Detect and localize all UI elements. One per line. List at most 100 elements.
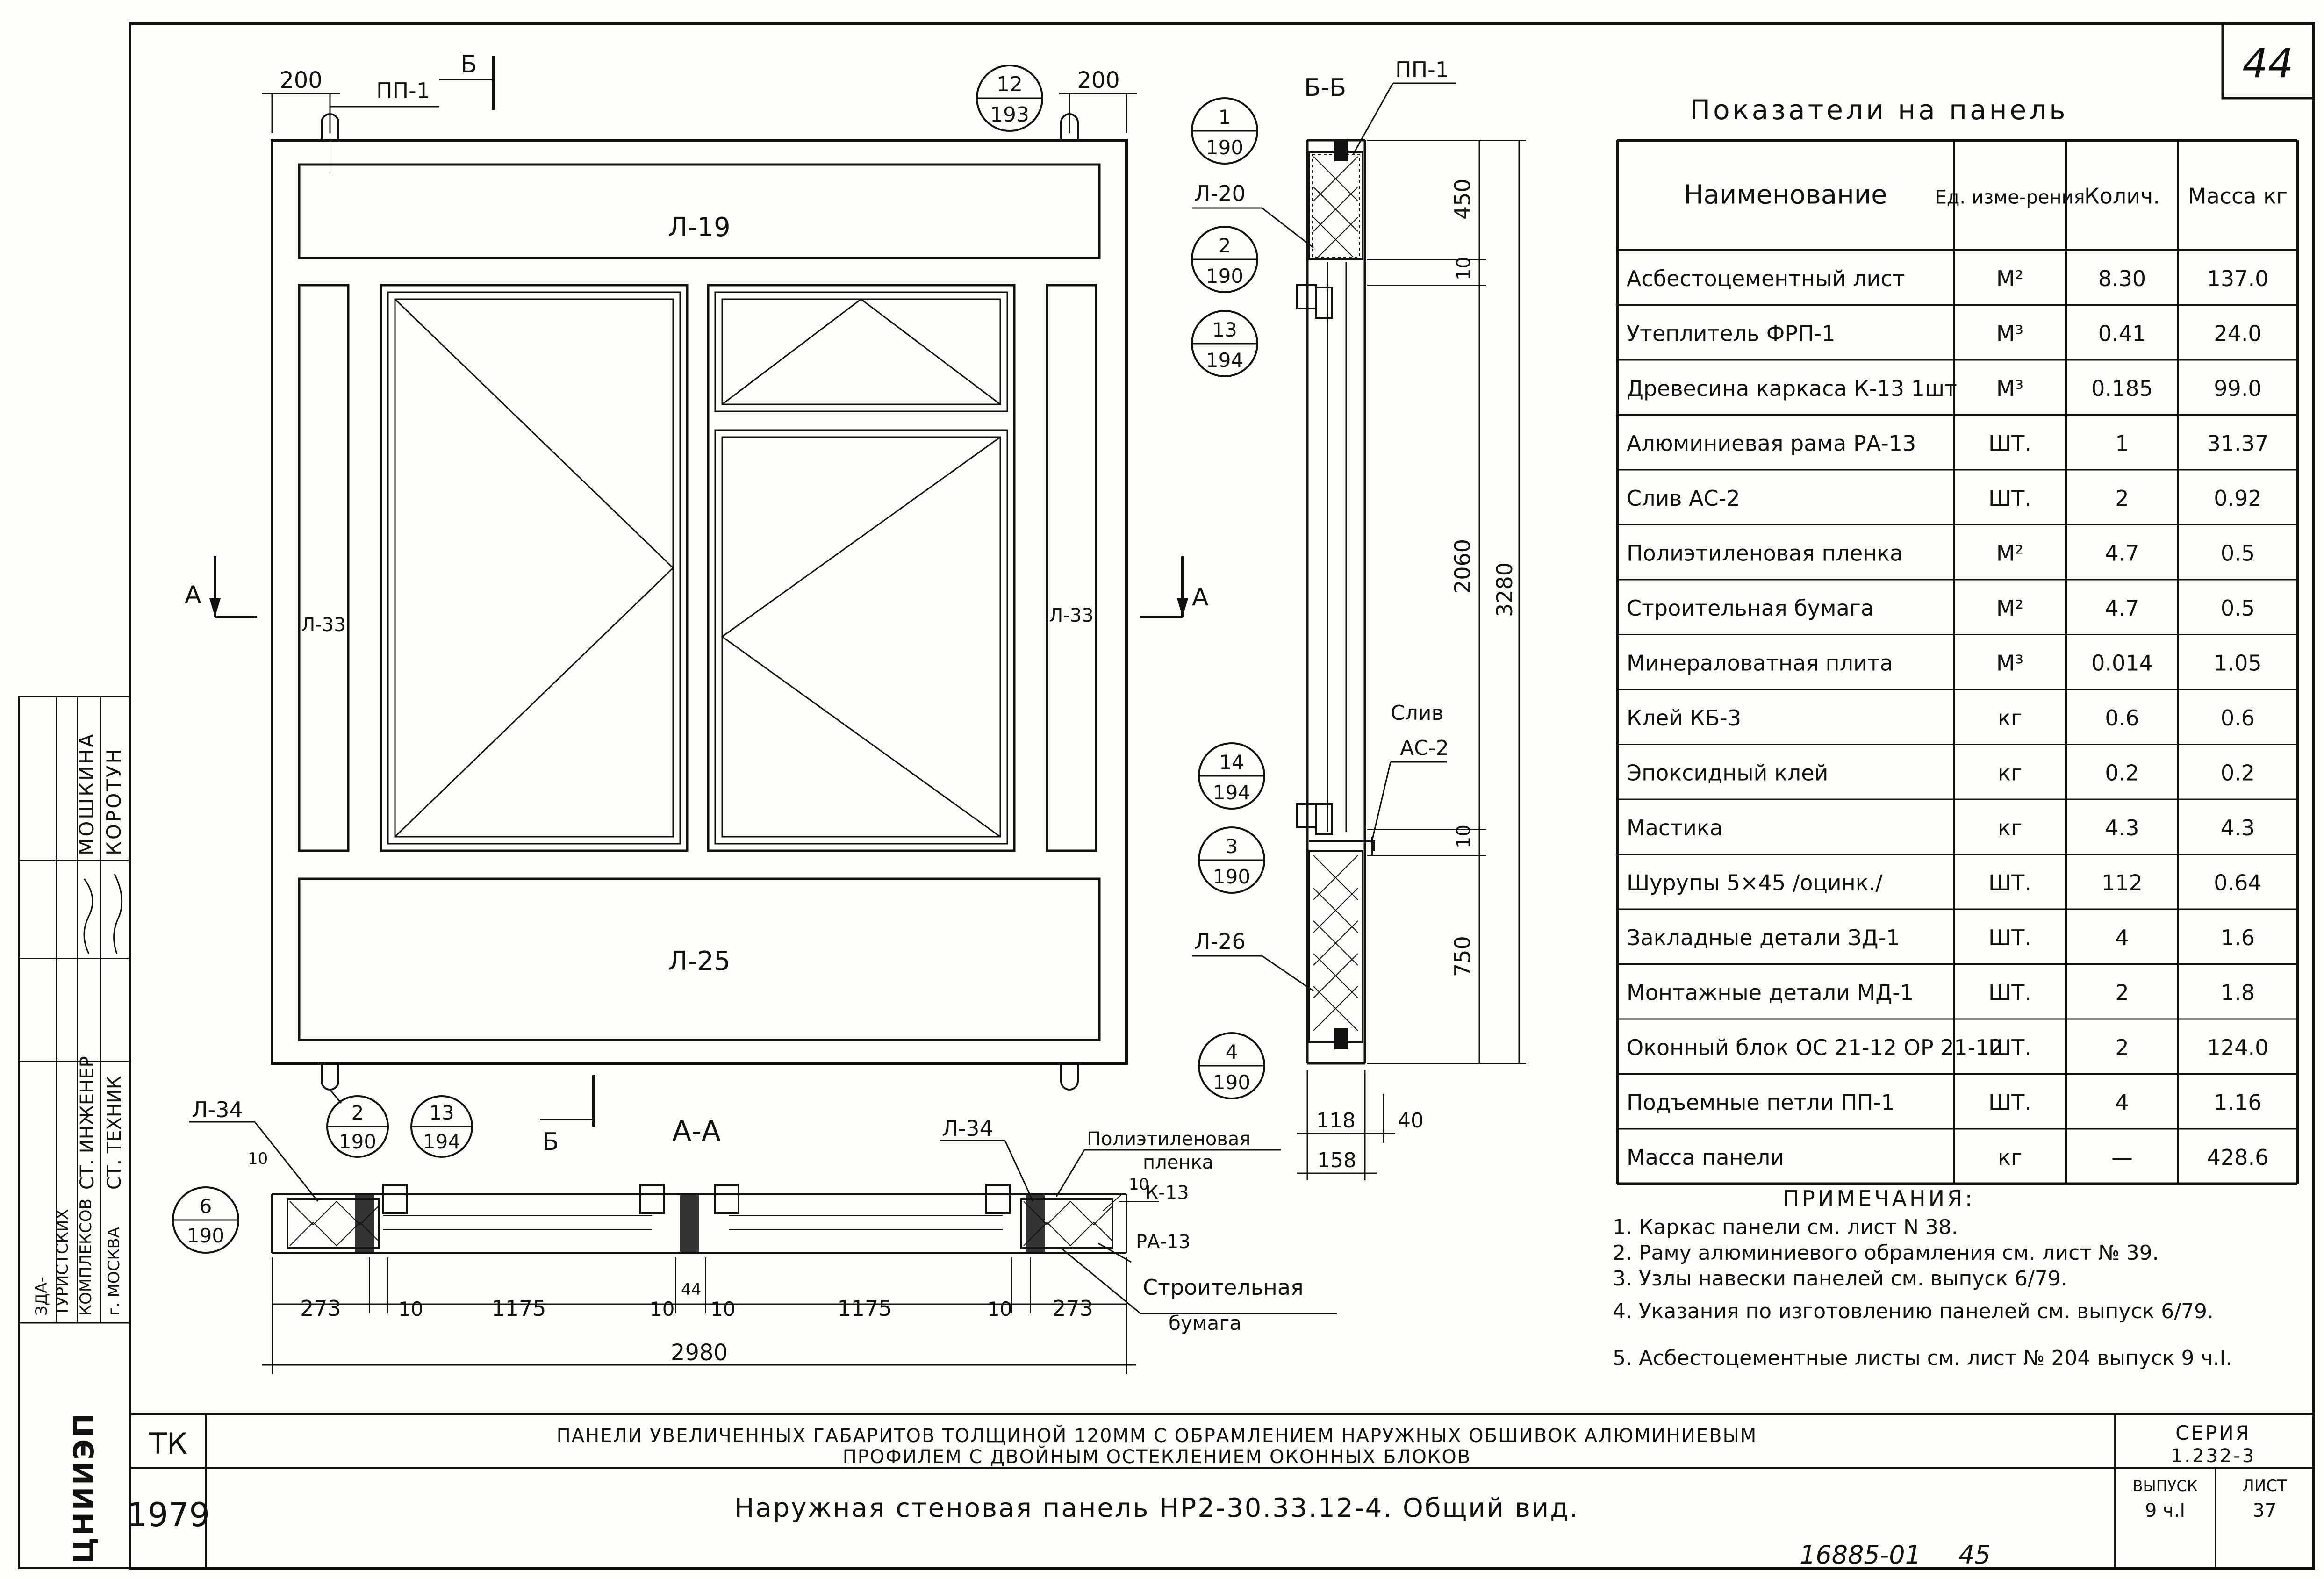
dim-10-d: 10 bbox=[987, 1298, 1012, 1321]
series-title-line1: ПАНЕЛИ УВЕЛИЧЕННЫХ ГАБАРИТОВ ТОЛЩИНОЙ 12… bbox=[557, 1424, 1757, 1447]
drip-label-1: Слив bbox=[1391, 701, 1443, 725]
section-bb bbox=[1191, 82, 1526, 1180]
callout-13b-sheet: 194 bbox=[1206, 349, 1243, 372]
section-mark-a-left: А bbox=[185, 581, 201, 609]
callout-14-sheet: 194 bbox=[1213, 781, 1250, 804]
dim-118: 118 bbox=[1316, 1109, 1356, 1133]
table-cell-qty: — bbox=[2111, 1145, 2133, 1170]
table-cell-unit: М³ bbox=[1996, 650, 2023, 675]
header-name: Наименование bbox=[1684, 180, 1887, 210]
table-cell-name: Древесина каркаса К-13 1шт bbox=[1627, 376, 1957, 401]
table-cell-mass: 0.64 bbox=[2214, 870, 2261, 895]
dim-200-right: 200 bbox=[1077, 67, 1120, 93]
notes-title: ПРИМЕЧАНИЯ: bbox=[1783, 1186, 1975, 1211]
role-senior-engineer: СТ. ИНЖЕНЕР bbox=[77, 1056, 98, 1190]
dim-273-left: 273 bbox=[300, 1296, 341, 1321]
table-cell-qty: 4.7 bbox=[2105, 540, 2139, 566]
label-l25: Л-25 bbox=[668, 946, 731, 976]
table-cell-qty: 2 bbox=[2115, 980, 2129, 1005]
series-number: 1.232-3 bbox=[2171, 1445, 2256, 1467]
table-cell-name: Шурупы 5×45 /оцинк./ bbox=[1627, 870, 1883, 895]
table-cell-mass: 0.2 bbox=[2221, 760, 2255, 785]
sheet-value: 37 bbox=[2253, 1500, 2277, 1522]
header-mass: Масса кг bbox=[2188, 184, 2288, 209]
drawing-title: Наружная стеновая панель НР2-30.33.12-4.… bbox=[734, 1493, 1579, 1523]
table-cell-name: Масса панели bbox=[1627, 1145, 1784, 1170]
table-cell-qty: 0.6 bbox=[2105, 705, 2139, 731]
callout-1-num: 1 bbox=[1219, 106, 1231, 129]
table-cell-unit: кг bbox=[1998, 760, 2022, 785]
table-cell-unit: ШТ. bbox=[1988, 1090, 2031, 1115]
paper-label-2: бумага bbox=[1169, 1312, 1241, 1335]
table-cell-unit: ШТ. bbox=[1988, 870, 2031, 895]
callout-2b-num: 2 bbox=[1219, 234, 1231, 257]
dim-10-bottom: 10 bbox=[1453, 825, 1475, 848]
org-line-4: г. МОСКВА bbox=[105, 1227, 123, 1316]
table-cell-mass: 31.37 bbox=[2207, 431, 2269, 456]
table-cell-name: Эпоксидный клей bbox=[1627, 760, 1828, 785]
callout-2-num: 2 bbox=[351, 1101, 364, 1124]
page-number: 45 bbox=[1958, 1540, 1991, 1570]
section-aa bbox=[172, 1121, 1337, 1374]
dim-2980-total: 2980 bbox=[671, 1340, 728, 1366]
table-cell-mass: 0.92 bbox=[2214, 486, 2261, 511]
table-cell-qty: 0.2 bbox=[2105, 760, 2139, 785]
issue-label: ВЫПУСК bbox=[2133, 1477, 2198, 1495]
callout-1-sheet: 190 bbox=[1206, 136, 1243, 159]
section-aa-title: А-А bbox=[672, 1115, 721, 1148]
table-cell-qty: 1 bbox=[2115, 431, 2129, 456]
table-cell-qty: 4 bbox=[2115, 925, 2129, 950]
table-cell-unit: М² bbox=[1996, 266, 2023, 291]
table-cell-qty: 4.3 bbox=[2105, 815, 2139, 840]
table-cell-name: Подъемные петли ПП-1 bbox=[1627, 1090, 1895, 1115]
table-cell-name: Слив АС-2 bbox=[1627, 486, 1740, 511]
frame-label: К-13 bbox=[1145, 1182, 1189, 1204]
org-line-1: ЗДА- bbox=[32, 1277, 51, 1316]
section-bb-title: Б-Б bbox=[1304, 74, 1346, 102]
table-cell-qty: 0.185 bbox=[2091, 376, 2153, 401]
dim-273-right: 273 bbox=[1052, 1296, 1093, 1321]
org-code: ТК bbox=[149, 1427, 187, 1461]
label-l26: Л-26 bbox=[1194, 929, 1246, 954]
film-label-1: Полиэтиленовая bbox=[1087, 1128, 1250, 1150]
note-5: 5. Асбестоцементные листы см. лист № 204… bbox=[1613, 1346, 2232, 1370]
callout-13-sheet: 194 bbox=[423, 1130, 460, 1153]
series-title-line2: ПРОФИЛЕМ С ДВОЙНЫМ ОСТЕКЛЕНИЕМ ОКОННЫХ Б… bbox=[843, 1445, 1471, 1468]
table-cell-unit: кг bbox=[1998, 1145, 2022, 1170]
profile-label: РА-13 bbox=[1136, 1231, 1191, 1253]
callout-2-sheet: 190 bbox=[339, 1130, 376, 1153]
org-line-3: КОМПЛЕКСОВ bbox=[77, 1199, 95, 1316]
panel-front-view bbox=[209, 56, 1188, 1158]
table-cell-qty: 8.30 bbox=[2098, 266, 2146, 291]
table-cell-unit: ШТ. bbox=[1988, 486, 2031, 511]
dim-200-left: 200 bbox=[280, 67, 323, 93]
table-title: Показатели на панель bbox=[1690, 94, 2068, 126]
table-cell-mass: 1.6 bbox=[2221, 925, 2255, 950]
table-cell-name: Утеплитель ФРП-1 bbox=[1627, 321, 1836, 346]
small-dim-10-right: 10 bbox=[1129, 1175, 1149, 1194]
paper-label-1: Строительная bbox=[1143, 1275, 1304, 1300]
dim-40: 40 bbox=[1398, 1109, 1424, 1133]
dim-1175-right: 1175 bbox=[837, 1296, 892, 1321]
dim-10-top: 10 bbox=[1453, 257, 1475, 280]
table-cell-name: Алюминиевая рама РА-13 bbox=[1627, 431, 1916, 456]
dim-2060: 2060 bbox=[1450, 539, 1475, 594]
table-cell-mass: 24.0 bbox=[2214, 321, 2261, 346]
section-mark-b-top: Б bbox=[460, 50, 477, 79]
table-cell-mass: 428.6 bbox=[2207, 1145, 2269, 1170]
left-stamp bbox=[18, 696, 131, 1569]
table-cell-unit: М³ bbox=[1996, 321, 2023, 346]
callout-2b-sheet: 190 bbox=[1206, 265, 1243, 287]
table-cell-qty: 4 bbox=[2115, 1090, 2129, 1115]
dim-10-a: 10 bbox=[398, 1298, 423, 1321]
table-cell-qty: 2 bbox=[2115, 1035, 2129, 1060]
table-cell-unit: М² bbox=[1996, 596, 2023, 621]
label-l33-left: Л-33 bbox=[301, 614, 345, 636]
table-cell-name: Закладные детали ЗД-1 bbox=[1627, 925, 1900, 950]
dim-158: 158 bbox=[1317, 1148, 1356, 1172]
callout-3-sheet: 190 bbox=[1213, 865, 1250, 888]
section-mark-a-right: А bbox=[1192, 583, 1209, 611]
table-cell-mass: 124.0 bbox=[2207, 1035, 2269, 1060]
